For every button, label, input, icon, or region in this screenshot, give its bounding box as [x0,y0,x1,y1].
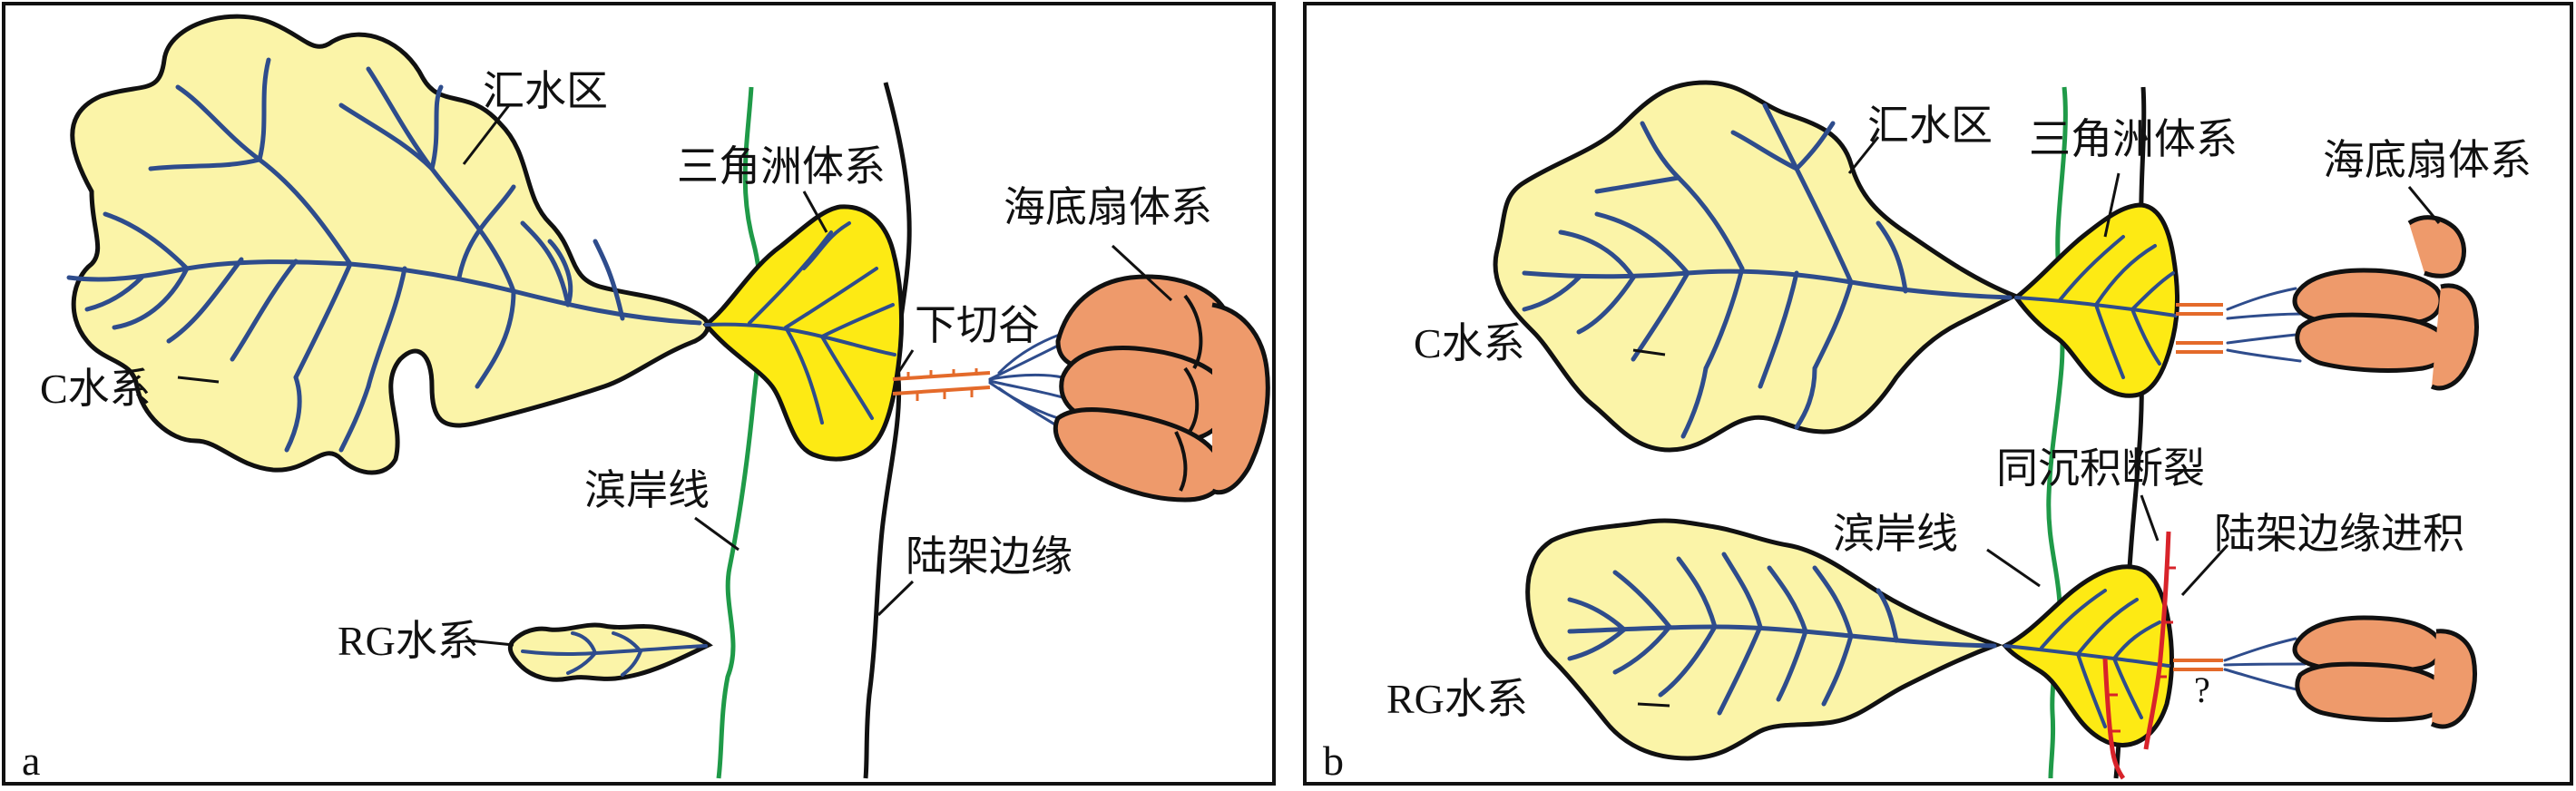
incised-valley-lower [2173,659,2223,671]
label-submarine-fan-system: 海底扇体系 [2323,137,2532,183]
shelf-edge [863,82,912,779]
incised-valley [892,368,991,401]
shoreline [716,86,764,779]
label-delta-system: 三角洲体系 [2029,116,2238,162]
label-c-system: C水系 [1414,320,1525,366]
label-shoreline: 滨岸线 [1833,511,1958,557]
label-rg-system: RG水系 [1386,676,1528,722]
delta-lower-channels [2003,589,2170,728]
label-shoreline: 滨岸线 [584,467,710,513]
delta-upper [2013,202,2179,398]
fan-feeder-channels-lower [2223,637,2307,692]
label-submarine-fan-system: 海底扇体系 [1004,184,1212,230]
panel-letter-b: b [1323,737,1344,784]
panel-a-diagram [66,14,1270,779]
label-shelf-edge-progradation: 陆架边缘进积 [2214,511,2464,557]
syn-depositional-fault [2102,531,2176,780]
delta-channels [704,221,896,425]
panel-a: 汇水区 三角洲体系 海底扇体系 下切谷 C水系 滨岸线 陆架边缘 RG水系 a [2,2,1276,786]
label-incised-valley: 下切谷 [915,302,1040,348]
uncertain-marker: ? [2194,669,2210,710]
shoreline [2046,86,2068,779]
panel-b-diagram [1493,80,2479,780]
label-rg-system: RG水系 [338,618,479,664]
submarine-fan-lower [2292,615,2477,729]
label-catchment: 汇水区 [483,68,608,114]
label-c-system: C水系 [40,366,152,412]
c-drainage-network [66,57,702,453]
panel-letter-a: a [22,737,41,784]
panel-b: 汇水区 三角洲体系 海底扇体系 C水系 同沉积断裂 滨岸线 陆架边缘进积 RG水… [1303,2,2573,786]
fan-lobe-boundaries [1174,294,1203,492]
rg-drainage-network [1567,552,1997,716]
label-syn-depositional-fault: 同沉积断裂 [1996,445,2205,492]
c-catchment-area [1493,80,2021,453]
c-catchment-area [70,14,710,475]
rg-catchment-area [1525,518,2003,761]
delta-upper-channels [2014,235,2178,379]
leader-lines [1632,136,2441,708]
submarine-fan-upper [2292,215,2479,391]
rg-drainage-network [521,631,708,677]
label-catchment: 汇水区 [1867,103,1993,149]
label-delta-system: 三角洲体系 [677,143,886,190]
label-shelf-edge: 陆架边缘 [906,533,1073,580]
submarine-fan [1053,274,1270,503]
incised-valleys-upper [2176,303,2223,354]
leader-lines [177,104,1173,647]
